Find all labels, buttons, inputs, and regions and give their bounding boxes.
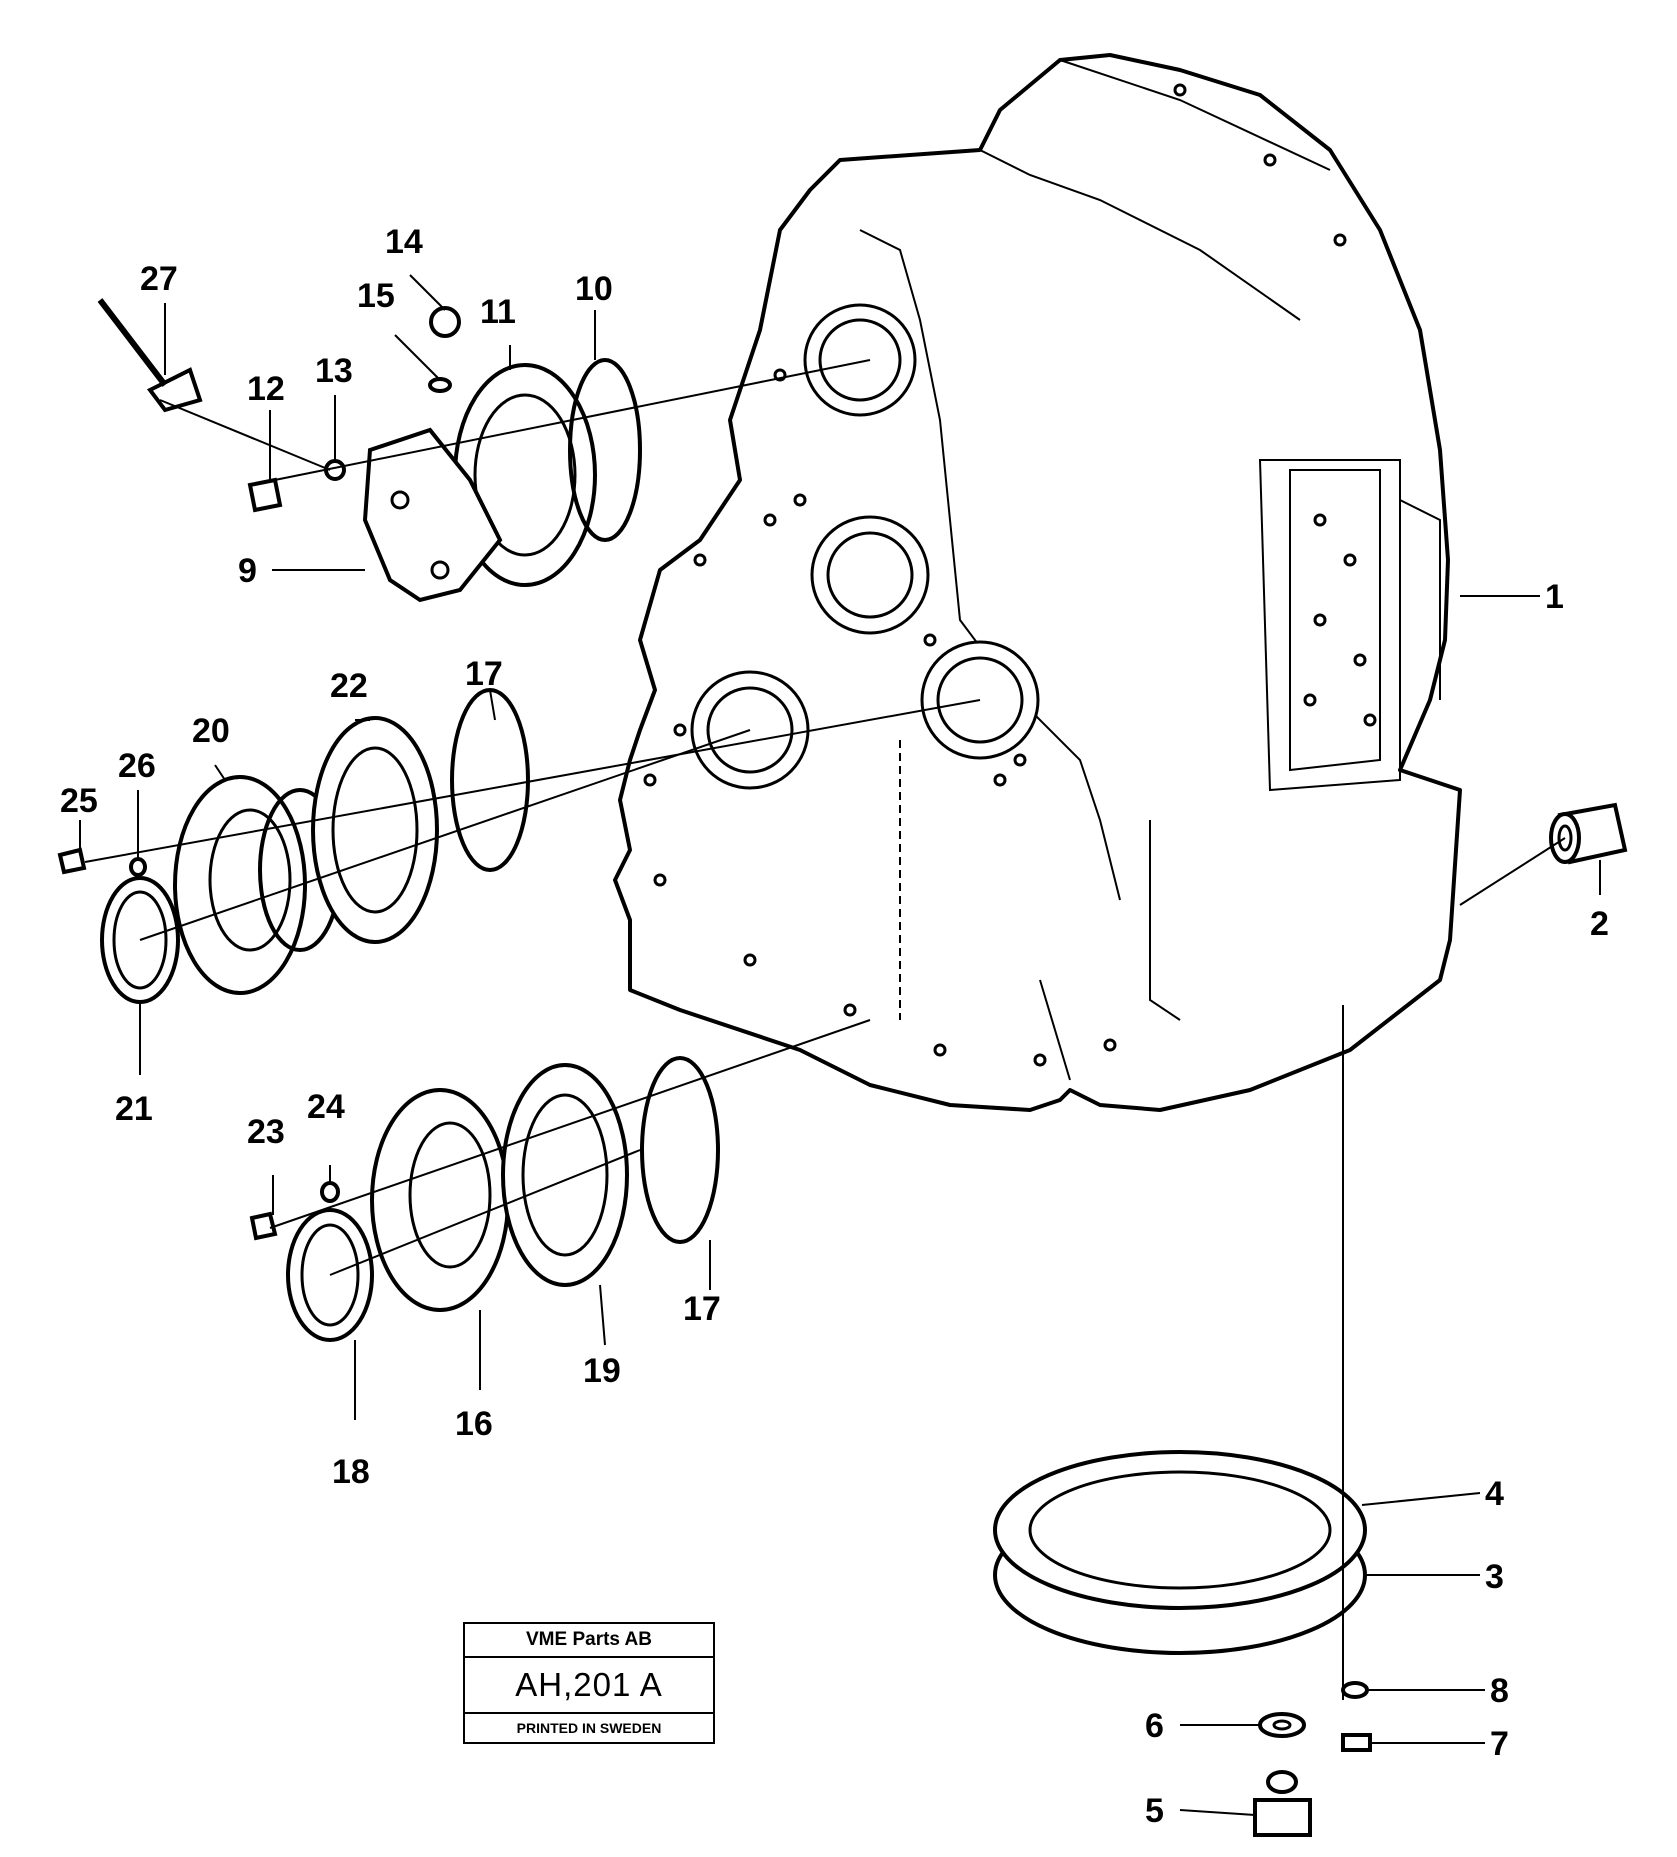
callout-26: 26 (118, 747, 156, 785)
printed-note: PRINTED IN SWEDEN (516, 1720, 662, 1736)
o-ring-part-10 (568, 358, 642, 542)
callout-4: 4 (1485, 1475, 1504, 1513)
o-ring-part-17-lower (640, 1056, 720, 1244)
callout-13: 13 (315, 352, 353, 390)
callout-17a: 17 (465, 655, 503, 693)
callout-18: 18 (332, 1453, 370, 1491)
drawing-number: AH,201 A (465, 1658, 713, 1714)
callout-1: 1 (1545, 578, 1564, 616)
callout-17b: 17 (683, 1290, 721, 1328)
callout-27: 27 (140, 260, 178, 298)
gasket-part-22 (311, 716, 439, 944)
callout-25: 25 (60, 782, 98, 820)
callout-14: 14 (385, 223, 423, 261)
title-block: VME Parts AB AH,201 A PRINTED IN SWEDEN (463, 1622, 715, 1744)
fittings-parts-12-15 (97, 298, 461, 513)
callout-7: 7 (1490, 1725, 1509, 1763)
callout-21: 21 (115, 1090, 153, 1128)
transmission-housing (613, 53, 1462, 1112)
callout-12: 12 (247, 370, 285, 408)
bolt-washer-parts-23-24 (249, 1181, 340, 1241)
gasket-part-19 (501, 1063, 629, 1287)
callout-10: 10 (575, 270, 613, 308)
callout-3: 3 (1485, 1558, 1504, 1596)
callout-8: 8 (1490, 1672, 1509, 1710)
callout-15: 15 (357, 277, 395, 315)
bottom-ring-part-4 (993, 1450, 1367, 1655)
o-ring-part-17-upper (450, 688, 530, 872)
callout-leaders (79, 274, 1601, 1816)
bolt-washer-parts-25-26 (57, 847, 147, 877)
callout-24: 24 (307, 1088, 345, 1126)
callout-22: 22 (330, 667, 368, 705)
callout-16: 16 (455, 1405, 493, 1443)
callout-9: 9 (238, 552, 257, 590)
flange-part-20 (173, 775, 342, 995)
cover-assembly-part-9 (362, 363, 597, 603)
callout-11: 11 (480, 293, 516, 331)
callout-2: 2 (1590, 905, 1609, 943)
drain-plug-parts (1253, 1681, 1372, 1837)
plug-part-2 (1549, 802, 1628, 865)
callout-20: 20 (192, 712, 230, 750)
housing-bolt-holes (643, 83, 1377, 1067)
company-name: VME Parts AB (465, 1624, 713, 1658)
flange-part-16 (370, 1088, 510, 1312)
callout-6: 6 (1145, 1707, 1164, 1745)
assembly-axis-lines (84, 359, 1566, 1700)
callout-numbers: 1 2 3 4 5 6 7 8 9 10 11 12 13 14 15 16 1… (60, 223, 1609, 1830)
callout-23: 23 (247, 1113, 285, 1151)
callout-5: 5 (1145, 1792, 1164, 1830)
callout-19: 19 (583, 1352, 621, 1390)
